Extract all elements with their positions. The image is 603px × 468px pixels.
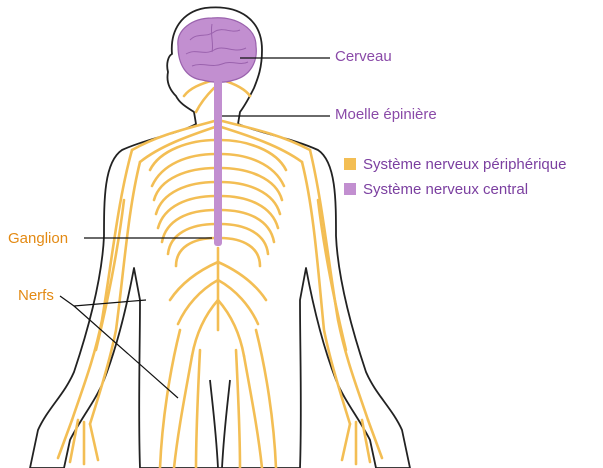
central-swatch — [344, 183, 356, 195]
spinal-cord-label: Moelle épinière — [335, 106, 437, 124]
peripheral-swatch — [344, 158, 356, 170]
legend-label: Système nerveux périphérique — [363, 156, 566, 173]
ganglion-label: Ganglion — [8, 230, 68, 248]
brain-label: Cerveau — [335, 48, 392, 66]
legend-item-central: Système nerveux central — [344, 180, 528, 198]
nerves-label: Nerfs — [18, 287, 54, 305]
spinal-cord — [214, 76, 222, 246]
brain — [178, 18, 256, 83]
legend-item-peripheral: Système nerveux périphérique — [344, 155, 566, 173]
legend-label: Système nerveux central — [363, 181, 528, 198]
